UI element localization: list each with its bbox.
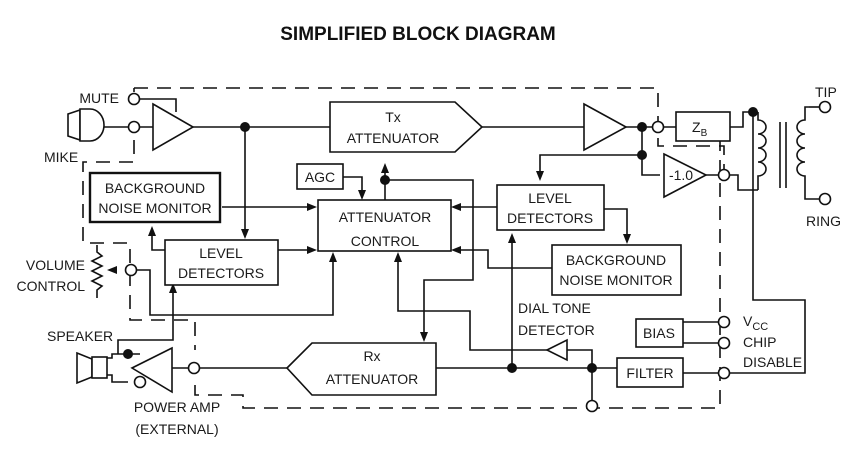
inverter-amplifier <box>663 152 708 199</box>
zb-pin <box>651 120 665 134</box>
mike-amplifier <box>152 102 195 152</box>
diagram-title: SIMPLIFIED BLOCK DIAGRAM <box>280 24 556 45</box>
svg-text:BIAS: BIAS <box>643 325 675 341</box>
signal-wires <box>103 98 806 400</box>
svg-text:BACKGROUND: BACKGROUND <box>105 180 205 196</box>
attenuator-control-block: ATTENUATOR CONTROL <box>317 199 452 252</box>
external-label: (EXTERNAL) <box>135 421 218 437</box>
vcc-pin <box>717 315 731 329</box>
rx-attenuator-block: Rx ATTENUATOR <box>285 342 437 396</box>
filter-block: FILTER <box>616 357 684 388</box>
svg-text:ATTENUATOR: ATTENUATOR <box>326 371 419 387</box>
volume-pin <box>124 263 138 277</box>
mute-pin <box>127 92 141 106</box>
svg-text:BACKGROUND: BACKGROUND <box>566 252 666 268</box>
svg-text:Tx: Tx <box>385 109 401 125</box>
microphone-icon <box>67 108 105 142</box>
power-amp-label: POWER AMP <box>134 399 220 415</box>
svg-text:ATTENUATOR: ATTENUATOR <box>339 209 432 225</box>
dial-tone-label: DIAL TONE <box>518 300 591 316</box>
background-noise-monitor-tx-block: BACKGROUND NOISE MONITOR <box>88 171 222 224</box>
speaker-icon <box>76 351 108 385</box>
svg-text:DETECTORS: DETECTORS <box>178 265 264 281</box>
svg-text:CONTROL: CONTROL <box>351 233 420 249</box>
chip-disable-pin <box>717 336 731 350</box>
background-noise-monitor-rx-block: BACKGROUND NOISE MONITOR <box>551 244 682 296</box>
inverter-pin <box>717 168 731 182</box>
junction-dots <box>123 107 758 373</box>
power-amplifier <box>130 346 173 394</box>
svg-text:NOISE MONITOR: NOISE MONITOR <box>559 272 672 288</box>
chip-label: CHIP <box>743 334 776 350</box>
zb-impedance-block: ZB <box>675 111 731 142</box>
tx-output-amplifier <box>583 102 628 152</box>
control-label: CONTROL <box>17 278 86 294</box>
svg-text:LEVEL: LEVEL <box>528 190 572 206</box>
speaker-label: SPEAKER <box>47 328 113 344</box>
svg-text:NOISE MONITOR: NOISE MONITOR <box>98 200 211 216</box>
svg-text:DETECTORS: DETECTORS <box>507 210 593 226</box>
bias-block: BIAS <box>635 318 684 348</box>
filter-pin <box>585 399 599 413</box>
pins <box>124 92 832 413</box>
mike-pin <box>127 120 141 134</box>
disable-label: DISABLE <box>743 354 802 370</box>
transformer-icon <box>757 106 819 200</box>
tip-label: TIP <box>815 84 837 100</box>
filter-out-pin <box>717 366 731 380</box>
tx-attenuator-block: Tx ATTENUATOR <box>329 101 484 153</box>
arrowheads <box>107 163 631 342</box>
volume-label: VOLUME <box>26 257 85 273</box>
svg-text:ZB: ZB <box>692 119 708 139</box>
svg-text:AGC: AGC <box>305 169 335 185</box>
svg-text:Rx: Rx <box>363 348 380 364</box>
mute-label: MUTE <box>79 90 119 106</box>
dial-tone-detector-amp <box>545 338 568 362</box>
vcc-label: VCC <box>743 313 768 333</box>
chip-boundary <box>82 87 725 409</box>
tip-pin <box>818 100 832 114</box>
mike-label: MIKE <box>44 149 78 165</box>
inverter-gain-label: -1.0 <box>669 167 693 183</box>
level-detectors-left-block: LEVEL DETECTORS <box>164 239 279 286</box>
power-amp-pin <box>133 375 147 389</box>
ring-label: RING <box>806 213 841 229</box>
volume-potentiometer-icon <box>90 245 104 298</box>
detector-label: DETECTOR <box>518 322 595 338</box>
level-detectors-right-block: LEVEL DETECTORS <box>496 184 605 231</box>
svg-text:ATTENUATOR: ATTENUATOR <box>347 130 440 146</box>
ring-pin <box>818 192 832 206</box>
svg-text:FILTER: FILTER <box>626 365 673 381</box>
rx-out-pin <box>187 361 201 375</box>
svg-text:LEVEL: LEVEL <box>199 245 243 261</box>
agc-block: AGC <box>296 163 344 190</box>
